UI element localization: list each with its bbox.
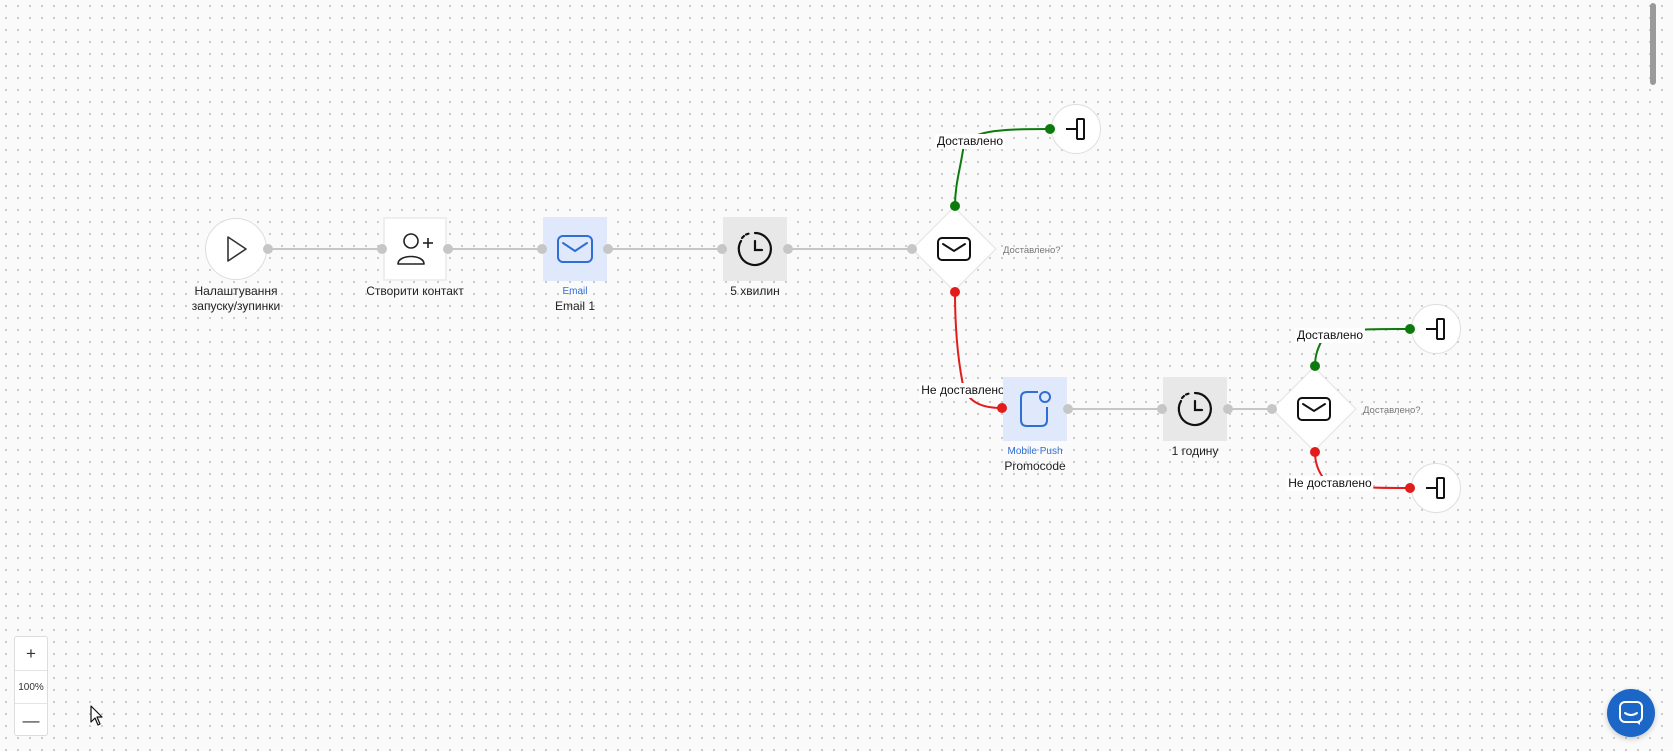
- zoom-out-button[interactable]: —: [22, 710, 40, 730]
- exit-icon: [1426, 477, 1445, 499]
- timer-icon: [1176, 390, 1212, 427]
- no-handle[interactable]: [950, 287, 960, 297]
- exit-icon: [1426, 318, 1445, 340]
- start-node[interactable]: [205, 218, 267, 280]
- condition-1-yes-label: Доставлено: [934, 134, 1006, 149]
- scrollbar-thumb[interactable]: [1650, 3, 1656, 85]
- add-user-icon: [397, 233, 433, 265]
- envelope-icon: [937, 237, 971, 261]
- wait-node-2[interactable]: [1163, 377, 1227, 441]
- mouse-cursor-icon: [90, 705, 103, 726]
- email-type-label: Email: [562, 286, 588, 297]
- mobile-push-node[interactable]: [1003, 377, 1067, 441]
- exit-node-2[interactable]: [1411, 304, 1461, 354]
- email-node-label: Email 1: [554, 299, 596, 313]
- play-icon: [227, 236, 247, 262]
- mobile-push-icon: [1020, 391, 1051, 427]
- input-handle[interactable]: [997, 403, 1007, 413]
- email-node[interactable]: [543, 217, 607, 281]
- create-contact-label: Створити контакт: [366, 284, 464, 298]
- input-handle[interactable]: [907, 244, 917, 254]
- zoom-in-button[interactable]: +: [26, 643, 36, 663]
- exit-input-handle[interactable]: [1405, 483, 1415, 493]
- yes-handle[interactable]: [950, 201, 960, 211]
- output-handle[interactable]: [263, 244, 273, 254]
- output-handle[interactable]: [1063, 404, 1073, 414]
- wait-node-1-label: 5 хвилин: [730, 284, 780, 298]
- condition-node-1[interactable]: [911, 206, 997, 292]
- exit-node-3[interactable]: [1411, 463, 1461, 513]
- input-handle[interactable]: [717, 244, 727, 254]
- output-handle[interactable]: [783, 244, 793, 254]
- exit-input-handle[interactable]: [1405, 324, 1415, 334]
- yes-handle[interactable]: [1310, 361, 1320, 371]
- envelope-icon: [1297, 397, 1331, 421]
- start-node-label: Налаштування запуску/зупинки: [191, 284, 281, 313]
- chat-button[interactable]: [1607, 689, 1655, 737]
- exit-input-handle[interactable]: [1045, 124, 1055, 134]
- condition-1-label: Доставлено?: [1003, 245, 1061, 256]
- condition-1-no-label: Не доставлено: [919, 383, 1007, 398]
- output-handle[interactable]: [443, 244, 453, 254]
- envelope-icon: [557, 235, 593, 263]
- wait-node-1[interactable]: [723, 217, 787, 281]
- exit-icon: [1066, 118, 1085, 140]
- wait-node-2-label: 1 годину: [1171, 444, 1219, 458]
- output-handle[interactable]: [1223, 404, 1233, 414]
- condition-2-no-label: Не доставлено: [1286, 476, 1374, 491]
- input-handle[interactable]: [377, 244, 387, 254]
- input-handle[interactable]: [1157, 404, 1167, 414]
- zoom-level: 100%: [15, 670, 47, 704]
- exit-node-1[interactable]: [1051, 104, 1101, 154]
- zoom-controls: + 100% —: [14, 636, 48, 736]
- chat-icon: [1619, 701, 1643, 725]
- mobile-push-label: Promocode: [1004, 459, 1066, 473]
- output-handle[interactable]: [603, 244, 613, 254]
- mobile-push-type-label: Mobile Push: [1007, 446, 1063, 457]
- create-contact-node[interactable]: [383, 217, 447, 281]
- condition-2-yes-label: Доставлено: [1294, 328, 1366, 343]
- input-handle[interactable]: [537, 244, 547, 254]
- condition-node-2[interactable]: [1271, 366, 1357, 452]
- no-handle[interactable]: [1310, 447, 1320, 457]
- condition-2-label: Доставлено?: [1363, 405, 1421, 416]
- input-handle[interactable]: [1267, 404, 1277, 414]
- timer-icon: [736, 230, 772, 267]
- vertical-scrollbar[interactable]: [1648, 0, 1673, 751]
